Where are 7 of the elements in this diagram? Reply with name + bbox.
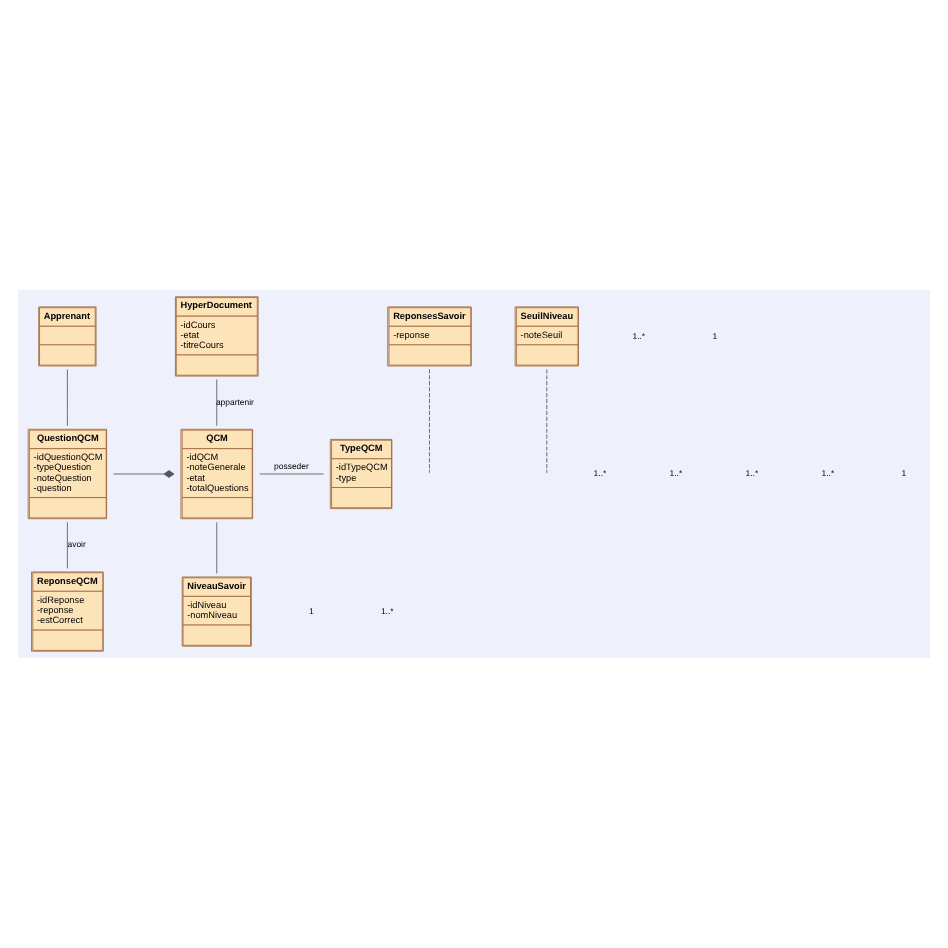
connector xyxy=(546,369,548,474)
connector xyxy=(216,379,218,427)
connector xyxy=(66,521,68,569)
connector xyxy=(113,470,175,478)
connector xyxy=(66,369,68,427)
connector xyxy=(216,521,218,574)
connector xyxy=(429,369,430,474)
